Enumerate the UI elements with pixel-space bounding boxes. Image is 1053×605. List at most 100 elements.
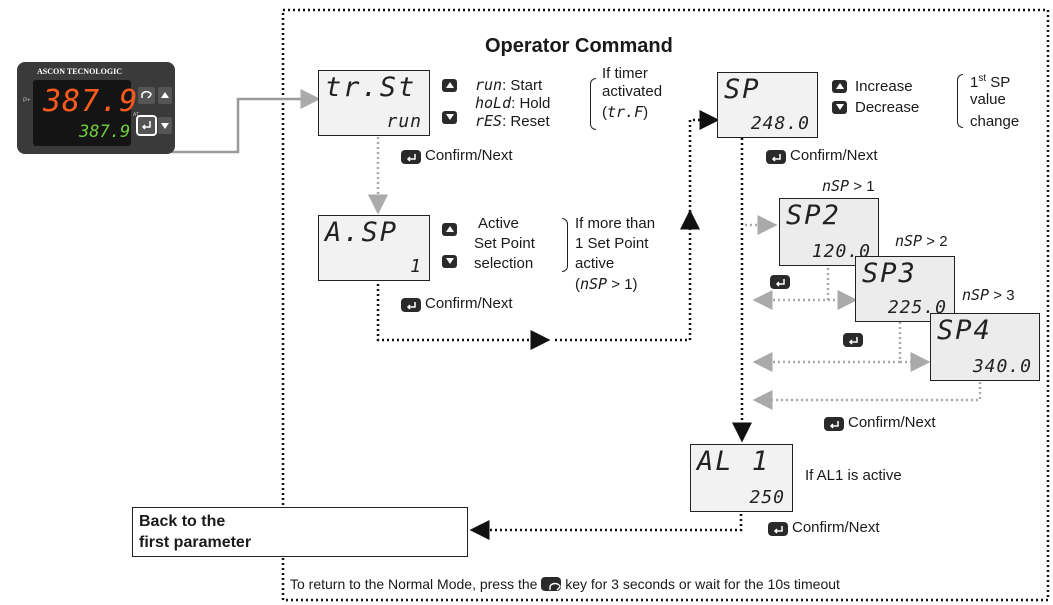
asp-cond-4-code: nSP — [580, 275, 608, 293]
lcd-sp3: SP3 225.0 — [855, 256, 955, 322]
asp-cond-4-pre: ( — [575, 276, 580, 293]
sp3-condition: nSP > 2 — [895, 233, 948, 250]
footer-pre: To return to the Normal Mode, press the — [290, 576, 538, 592]
lcd-sp4-bottom: 340.0 — [972, 356, 1032, 377]
lcd-sp4: SP4 340.0 — [930, 313, 1040, 381]
dotted-frame — [281, 8, 1050, 602]
device-at-label: AT — [133, 112, 140, 118]
trst-opt-hold-code: hoLd — [475, 94, 512, 112]
trst-opt-res-code: rES — [475, 112, 503, 130]
asp-desc-1: Active — [478, 215, 519, 232]
lcd-asp: A.SP 1 — [318, 215, 430, 281]
down-key-icon — [442, 111, 457, 124]
lcd-trst-top: tr.St — [325, 72, 417, 103]
lcd-sp: SP 248.0 — [717, 72, 818, 138]
device-side-label: P+ — [23, 98, 31, 104]
asp-cond-4-post: > 1) — [607, 276, 638, 293]
device-down-button[interactable] — [158, 117, 172, 134]
controller-device: ASCON TECNOLOGIC P+ 387.9 387.9 AT — [17, 62, 175, 154]
sp3-cond-text: > 2 — [922, 233, 948, 250]
asp-desc-3: selection — [474, 255, 534, 272]
sp-increase: Increase — [855, 78, 913, 95]
sp-group-confirm: Confirm/Next — [848, 414, 936, 431]
sp-note-1-post: SP — [986, 74, 1011, 91]
trst-brace — [590, 78, 596, 130]
lcd-sp2: SP2 120.0 — [779, 198, 879, 266]
asp-cond-1: If more than — [575, 215, 656, 232]
up-key-icon — [832, 80, 847, 93]
sp4-cond-text: > 3 — [989, 287, 1015, 304]
enter-key-icon — [401, 150, 421, 164]
sp-note-1-sup: st — [978, 73, 987, 84]
enter-key-icon — [766, 150, 786, 164]
asp-brace — [562, 218, 568, 272]
down-key-icon — [442, 255, 457, 268]
trst-opt-run-text: : Start — [502, 77, 543, 94]
lcd-sp3-bottom: 225.0 — [887, 297, 947, 318]
al1-confirm: Confirm/Next — [792, 519, 880, 536]
lcd-trst: tr.St run — [318, 70, 430, 136]
sp-note-1: 1st SP — [970, 71, 1010, 91]
trst-opt-hold-text: : Hold — [511, 95, 551, 112]
trst-opt-run-code: run — [475, 76, 503, 94]
lcd-sp2-top: SP2 — [786, 200, 841, 231]
trst-opt-res: rES: Reset — [475, 113, 550, 130]
asp-cond-4: (nSP > 1) — [575, 276, 638, 293]
diagram-title: Operator Command — [485, 35, 673, 57]
device-arrow — [170, 89, 321, 154]
sp4-condition: nSP > 3 — [962, 287, 1015, 304]
device-brand: ASCON TECNOLOGIC — [37, 67, 122, 76]
enter-key-icon — [401, 298, 421, 312]
loop-key-icon — [541, 577, 562, 591]
trst-cond-2: activated — [602, 83, 663, 100]
sp-brace — [957, 74, 963, 128]
sp2-cond-text: > 1 — [849, 178, 875, 195]
sp3-cond-code: nSP — [895, 232, 923, 250]
asp-confirm: Confirm/Next — [425, 295, 513, 312]
enter-icon — [141, 121, 151, 130]
sp-note-2: value — [970, 91, 1006, 108]
trst-cond-3-post: ) — [643, 104, 649, 121]
sp-decrease: Decrease — [855, 99, 920, 116]
down-arrow-icon — [161, 123, 169, 129]
footer-note: To return to the Normal Mode, press the … — [290, 576, 840, 592]
device-pv: 387.9 — [43, 84, 139, 119]
trst-confirm: Confirm/Next — [425, 147, 513, 164]
sp4-cond-code: nSP — [962, 286, 990, 304]
device-up-button[interactable] — [158, 87, 172, 104]
lcd-asp-bottom: 1 — [410, 256, 422, 277]
trst-cond-3-pre: ( — [602, 104, 607, 121]
trst-opt-run: run: Start — [475, 77, 542, 94]
up-key-icon — [442, 79, 457, 92]
lcd-sp4-top: SP4 — [937, 315, 992, 346]
device-sv: 387.9 — [79, 122, 131, 142]
trst-cond-3: (tr.F) — [602, 104, 648, 121]
trst-opt-hold: hoLd: Hold — [475, 95, 550, 112]
footer-post: key for 3 seconds or wait for the 10s ti… — [565, 576, 840, 592]
device-enter-button[interactable] — [136, 115, 157, 136]
enter-key-icon — [768, 522, 788, 536]
down-key-icon — [832, 101, 847, 114]
back-line-1: Back to the — [139, 513, 226, 530]
al1-condition: If AL1 is active — [805, 467, 902, 484]
trst-cond-3-code: tr.F — [607, 103, 644, 121]
sp-confirm: Confirm/Next — [790, 147, 878, 164]
lcd-al1-top: AL 1 — [697, 446, 771, 477]
up-key-icon — [442, 223, 457, 236]
lcd-al1: AL 1 250 — [690, 444, 793, 512]
back-line-2: first parameter — [139, 534, 252, 551]
lcd-trst-bottom: run — [386, 111, 422, 132]
enter-key-icon — [770, 275, 790, 289]
loop-icon — [141, 90, 152, 99]
sp2-cond-code: nSP — [822, 177, 850, 195]
sp2-condition: nSP > 1 — [822, 178, 875, 195]
device-screen: 387.9 387.9 — [33, 80, 137, 146]
enter-key-icon — [824, 417, 844, 431]
trst-cond-1: If timer — [602, 65, 648, 82]
sp-note-1-pre: 1 — [970, 74, 979, 91]
lcd-sp-top: SP — [724, 74, 761, 105]
asp-cond-3: active — [575, 255, 615, 272]
lcd-asp-top: A.SP — [325, 217, 399, 248]
device-loop-button[interactable] — [138, 87, 155, 104]
lcd-al1-bottom: 250 — [749, 487, 785, 508]
